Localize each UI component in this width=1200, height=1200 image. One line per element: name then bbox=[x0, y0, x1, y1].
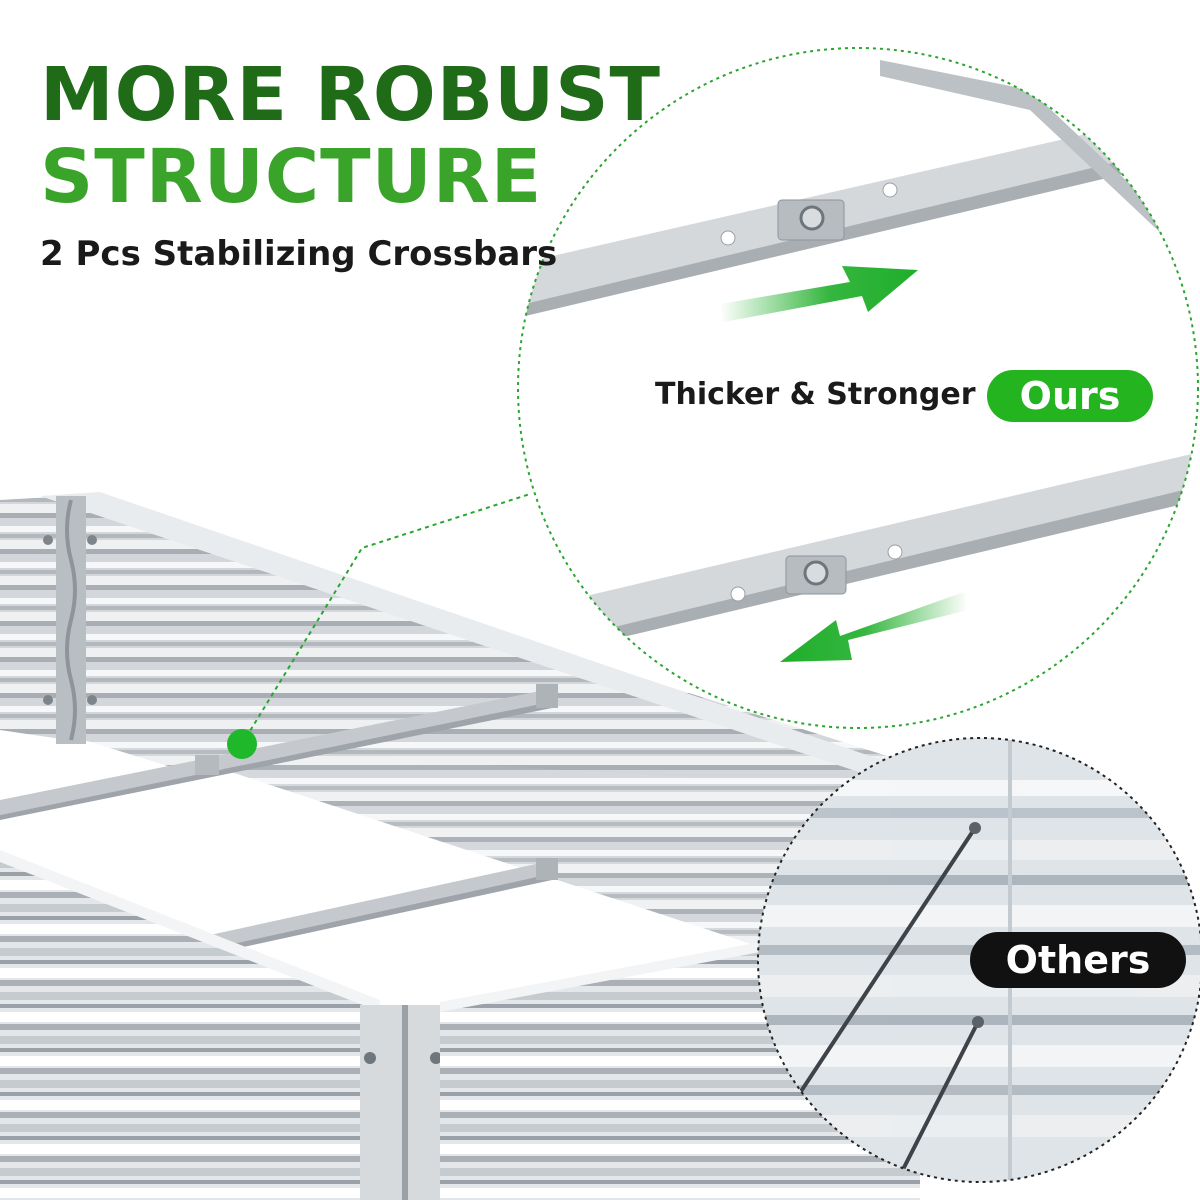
front-panel bbox=[0, 860, 380, 1200]
garden-bed bbox=[0, 492, 940, 1200]
connector-line bbox=[241, 493, 531, 745]
ours-caption: Thicker & Stronger bbox=[655, 377, 976, 412]
highlight-dot-icon bbox=[227, 729, 257, 759]
headline-line-1: MORE ROBUST bbox=[40, 52, 661, 138]
arrow-right-icon bbox=[720, 266, 918, 322]
back-panel-rim bbox=[40, 492, 940, 786]
ours-badge: Ours bbox=[987, 370, 1153, 422]
crossbars bbox=[0, 684, 558, 953]
subtitle: 2 Pcs Stabilizing Crossbars bbox=[40, 234, 558, 274]
ours-callout bbox=[517, 47, 1199, 729]
others-badge: Others bbox=[970, 932, 1186, 988]
left-panel bbox=[0, 496, 68, 740]
headline-line-2: STRUCTURE bbox=[40, 134, 543, 220]
arrow-left-icon bbox=[780, 592, 968, 662]
back-panel-face bbox=[68, 520, 920, 1000]
